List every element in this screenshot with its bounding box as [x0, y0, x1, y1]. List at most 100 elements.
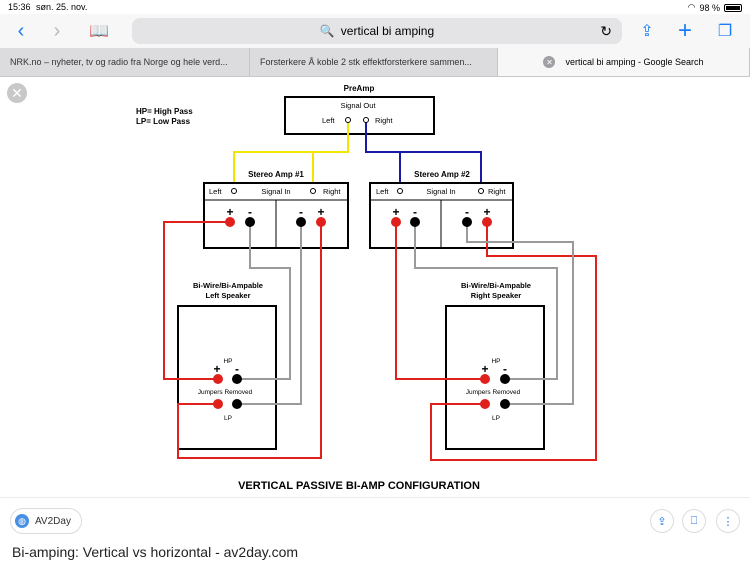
right-signal-wire-amp2: [365, 121, 482, 189]
reload-icon[interactable]: ↻: [600, 23, 612, 39]
speaker-right-box: [445, 305, 545, 450]
address-bar[interactable]: 🔍 vertical bi amping ↻: [132, 18, 622, 44]
spk-left-minus: -: [235, 362, 239, 376]
share-icon: ⇪: [657, 515, 667, 528]
amp2-neg-lp-wire: [466, 222, 574, 405]
amp2-minus-right: -: [465, 205, 469, 219]
amp1-signal-in: Signal In: [261, 187, 290, 196]
amp2-left-label: Left: [376, 187, 389, 196]
save-bookmark-button[interactable]: ⎕: [682, 509, 706, 533]
preamp-signal-out: Signal Out: [340, 101, 376, 110]
new-tab-button[interactable]: +: [672, 17, 698, 44]
amp1-pos-terminal-right: [316, 217, 326, 227]
speaker-left-hp: HP: [223, 358, 232, 365]
tab-nrk[interactable]: NRK.no – nyheter, tv og radio fra Norge …: [0, 48, 250, 76]
amp2-pos-terminal-left: [391, 217, 401, 227]
bi-amp-diagram: HP= High Pass LP= Low Pass PreAmp Signal…: [136, 84, 597, 492]
amp2-neg-hp-wire: [414, 222, 558, 380]
globe-icon: ◍: [15, 514, 29, 528]
amp2-plus-left: +: [392, 205, 399, 219]
amp2-plus-right: +: [483, 205, 490, 219]
amp2-right-label: Right: [488, 187, 506, 196]
tab-vertical-bi-amping[interactable]: ✕ vertical bi amping - Google Search: [498, 48, 750, 76]
amp2-pos-lp-wire: [430, 222, 597, 461]
speaker-right-hp: HP: [491, 358, 500, 365]
spk-left-plus: +: [213, 362, 220, 376]
image-title[interactable]: Bi-amping: Vertical vs horizontal - av2d…: [12, 544, 299, 560]
speaker-left-lp: LP: [224, 415, 232, 422]
speaker-left-jumpers: Jumpers Removed: [198, 389, 253, 396]
amp1-neg-terminal-right: [296, 217, 306, 227]
tab-bar: NRK.no – nyheter, tv og radio fra Norge …: [0, 48, 750, 77]
plus-icon: +: [677, 17, 692, 44]
source-name: AV2Day: [35, 515, 71, 527]
status-bar: 15:36 søn. 25. nov. ◠ 98 %: [0, 0, 750, 14]
chevron-left-icon: ‹: [17, 19, 25, 42]
diagram-caption: VERTICAL PASSIVE BI-AMP CONFIGURATION: [238, 480, 480, 492]
battery-percent: 98 %: [699, 2, 720, 13]
close-icon: ✕: [11, 84, 23, 101]
preamp-left-label: Left: [322, 116, 335, 125]
spk-right-lp-pos: [480, 399, 490, 409]
preamp-right-label: Right: [375, 116, 393, 125]
left-signal-wire-amp1-right: [312, 151, 348, 189]
amp2-left-input: [397, 188, 403, 194]
chevron-right-icon: ›: [53, 19, 61, 42]
back-button[interactable]: ‹: [8, 19, 34, 43]
amp1-right-label: Right: [323, 187, 341, 196]
tabs-button[interactable]: ❐: [712, 19, 738, 43]
status-time: 15:36: [8, 2, 31, 12]
share-button[interactable]: ⇪: [634, 19, 660, 43]
amp2-pos-hp-wire: [395, 222, 485, 380]
close-viewer-button[interactable]: ✕: [7, 83, 27, 103]
share-image-button[interactable]: ⇪: [650, 509, 674, 533]
spk-right-hp-pos: [480, 374, 490, 384]
source-chip[interactable]: ◍ AV2Day: [10, 508, 82, 534]
spk-left-hp-pos: [213, 374, 223, 384]
amp1-pos-hp-wire: [163, 221, 230, 380]
preamp-title: PreAmp: [344, 84, 375, 93]
status-right: ◠ 98 %: [688, 2, 742, 13]
close-tab-icon[interactable]: ✕: [543, 56, 556, 68]
spk-left-lp-pos: [213, 399, 223, 409]
amp1-minus-right: -: [299, 205, 303, 219]
tab-label: vertical bi amping - Google Search: [565, 57, 704, 67]
spk-right-lp-neg: [500, 399, 510, 409]
spk-right-minus: -: [503, 362, 507, 376]
bookmarks-button[interactable]: 📖: [86, 19, 112, 43]
spk-right-hp-neg: [500, 374, 510, 384]
amp1-neg-lp-wire: [237, 222, 302, 405]
amp1-plus-right: +: [317, 205, 324, 219]
forward-button[interactable]: ›: [44, 19, 70, 43]
amp2-minus-left: -: [413, 205, 417, 219]
bookmark-icon: ⎕: [690, 514, 698, 527]
spk-right-plus: +: [481, 362, 488, 376]
preamp-left-jack: [345, 117, 351, 123]
amp1-pos-lp-wire: [177, 222, 322, 459]
speaker-right-jumpers: Jumpers Removed: [466, 389, 521, 396]
speaker-left-box: [177, 305, 277, 450]
spk-left-lp-neg: [232, 399, 242, 409]
tabs-icon: ❐: [717, 23, 733, 40]
speaker-right-title2: Right Speaker: [471, 291, 522, 300]
battery-icon: [724, 3, 742, 12]
left-signal-wire-amp1: [233, 121, 349, 189]
amp1-left-label: Left: [209, 187, 222, 196]
amp1-pos-terminal-left: [225, 217, 235, 227]
tab-label: Forsterkere Å koble 2 stk effektforsterk…: [260, 57, 472, 67]
more-options-button[interactable]: ⋮: [716, 509, 740, 533]
search-icon: 🔍: [319, 24, 335, 38]
amp1-neg-terminal-left: [245, 217, 255, 227]
amp2-neg-terminal-right: [462, 217, 472, 227]
image-viewer: HP= High Pass LP= Low Pass PreAmp Signal…: [0, 77, 750, 497]
browser-toolbar: ‹ › 📖 🔍 vertical bi amping ↻ ⇪ + ❐: [0, 14, 750, 48]
tab-label: NRK.no – nyheter, tv og radio fra Norge …: [10, 57, 228, 67]
legend-hp: HP= High Pass: [136, 107, 193, 116]
image-info-footer: ◍ AV2Day ⇪ ⎕ ⋮ Bi-amping: Vertical vs ho…: [0, 497, 750, 564]
amp1-left-input: [231, 188, 237, 194]
speaker-left-title1: Bi-Wire/Bi-Ampable: [193, 281, 263, 290]
amp2-right-input: [478, 188, 484, 194]
amp2-title: Stereo Amp #2: [414, 170, 470, 179]
tab-forsterkere[interactable]: Forsterkere Å koble 2 stk effektforsterk…: [250, 48, 498, 76]
speaker-right-lp: LP: [492, 415, 500, 422]
